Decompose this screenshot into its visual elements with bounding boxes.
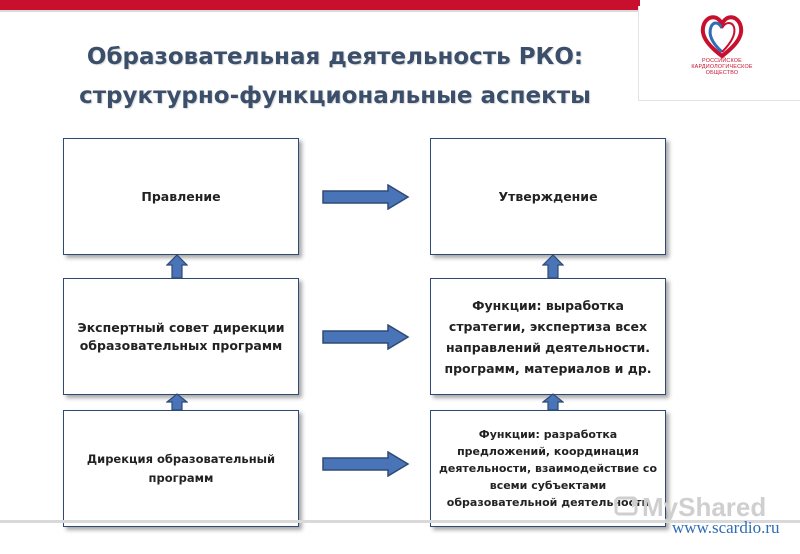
box-expert-council-label: Экспертный совет дирекции образовательны… bbox=[77, 319, 285, 353]
logo-text-line: КАРДИОЛОГИЧЕСКОЕ bbox=[691, 64, 753, 70]
logo-text: РОССИЙСКОЕ КАРДИОЛОГИЧЕСКОЕ ОБЩЕСТВО bbox=[684, 58, 760, 76]
watermark-logo-icon bbox=[614, 496, 639, 516]
box-expert-council: Экспертный совет дирекции образовательны… bbox=[63, 278, 299, 395]
arrow-right-icon bbox=[322, 184, 410, 210]
top-accent-bar bbox=[0, 0, 640, 10]
box-directorate: Дирекция образовательный программ bbox=[63, 410, 299, 527]
arrow-up-icon bbox=[166, 254, 188, 279]
box-approval-label: Утверждение bbox=[498, 188, 598, 204]
top-divider-line bbox=[0, 10, 638, 12]
arrow-right-icon bbox=[322, 451, 410, 477]
site-url-link[interactable]: www.scardio.ru bbox=[672, 518, 780, 537]
box-approval: Утверждение bbox=[430, 138, 666, 255]
box-board-label: Правление bbox=[141, 188, 221, 204]
box-directorate-label: Дирекция образовательный программ bbox=[86, 451, 276, 485]
arrow-up-icon bbox=[542, 393, 564, 411]
watermark-text: MyShared bbox=[642, 492, 767, 522]
box-council-functions-label: Функции: выработка стратегии, экспертиза… bbox=[444, 297, 652, 376]
box-directorate-functions: Функции: разработка предложений, координ… bbox=[430, 410, 666, 527]
box-directorate-functions-label: Функции: разработка предложений, координ… bbox=[438, 428, 658, 509]
box-council-functions: Функции: выработка стратегии, экспертиза… bbox=[430, 278, 666, 395]
logo-text-line: РОССИЙСКОЕ bbox=[702, 58, 742, 64]
arrow-up-icon bbox=[166, 393, 188, 411]
logo-text-line: ОБЩЕСТВО bbox=[705, 70, 739, 76]
bottom-divider-line bbox=[0, 520, 800, 523]
arrow-right-icon bbox=[322, 324, 410, 350]
box-board: Правление bbox=[63, 138, 299, 255]
heart-logo-icon bbox=[700, 15, 744, 59]
arrow-up-icon bbox=[542, 254, 564, 279]
title-line-2: структурно-функциональные аспекты bbox=[79, 83, 591, 109]
page-title: Образовательная деятельность РКО: структ… bbox=[40, 38, 630, 116]
title-line-1: Образовательная деятельность РКО: bbox=[86, 44, 584, 70]
